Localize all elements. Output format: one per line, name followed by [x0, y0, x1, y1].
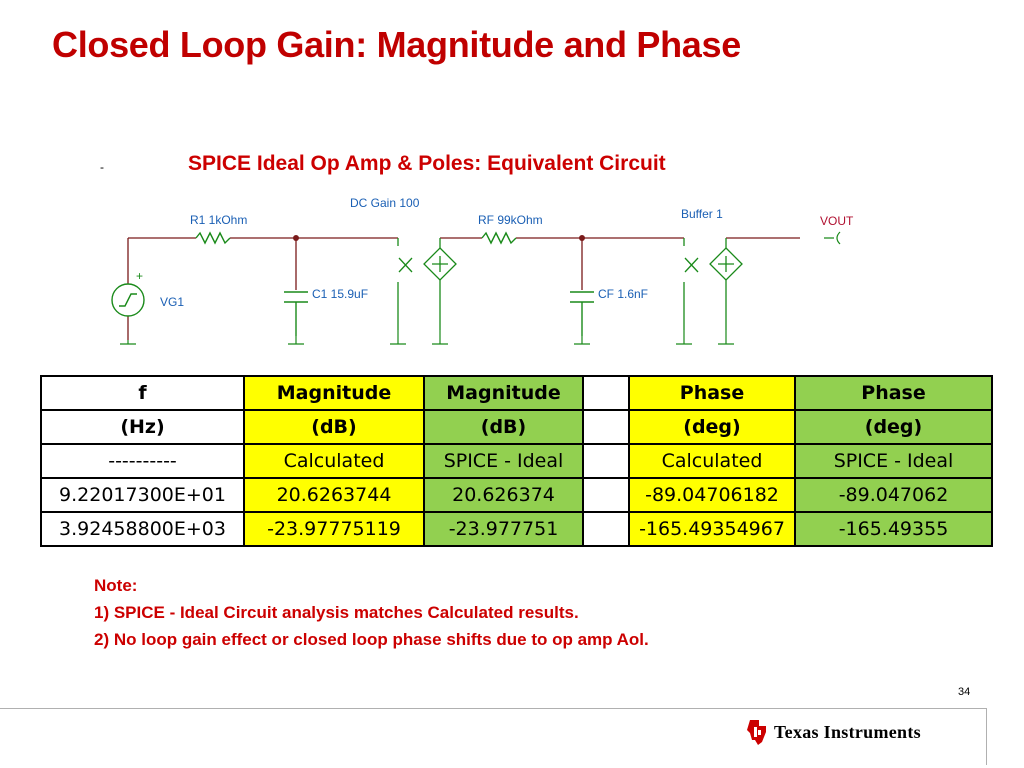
r1-resistor-symbol — [195, 231, 231, 245]
vg1-label: VG1 — [160, 295, 184, 309]
ground-symbol — [390, 330, 406, 345]
ground-symbol — [574, 336, 590, 345]
table-header-cell: Magnitude — [243, 375, 425, 411]
table-cell: Calculated — [628, 443, 796, 479]
table-cell: -23.977751 — [423, 511, 584, 547]
table-cell: -165.49354967 — [628, 511, 796, 547]
table-cell: 9.22017300E+01 — [40, 477, 245, 513]
ground-symbol — [718, 330, 734, 345]
svg-text:+: + — [136, 269, 143, 283]
equivalent-circuit-schematic: + DC Gain 100 R1 1 — [111, 196, 854, 345]
table-row: 3.92458800E+03 -23.97775119 -23.977751 -… — [40, 511, 993, 547]
table-cell: Calculated — [243, 443, 425, 479]
rf-label: RF 99kOhm — [478, 213, 543, 227]
note-block: Note: 1) SPICE - Ideal Circuit analysis … — [94, 572, 649, 653]
table-header-cell: (dB) — [243, 409, 425, 445]
ground-symbol — [288, 336, 304, 345]
table-header-cell: (deg) — [794, 409, 993, 445]
r1-label: R1 1kOhm — [190, 213, 247, 227]
table-row: ---------- Calculated SPICE - Ideal Calc… — [40, 443, 993, 479]
footer-bar — [0, 708, 987, 765]
table-cell: -89.047062 — [794, 477, 993, 513]
table-spacer-cell — [582, 409, 630, 445]
note-heading: Note: — [94, 576, 138, 595]
bullet-marker: - — [100, 160, 104, 174]
junction-dot — [293, 235, 299, 241]
buffer-label: Buffer 1 — [681, 207, 723, 221]
table-header-cell: (Hz) — [40, 409, 245, 445]
table-cell: 3.92458800E+03 — [40, 511, 245, 547]
c1-capacitor-symbol — [284, 291, 308, 336]
table-cell: -89.04706182 — [628, 477, 796, 513]
vcvs-gain-symbol — [397, 238, 457, 330]
dc-gain-label: DC Gain 100 — [350, 196, 420, 210]
ground-symbol — [432, 330, 448, 345]
table-spacer-cell — [582, 511, 630, 547]
table-spacer-cell — [582, 443, 630, 479]
vout-marker — [824, 231, 841, 245]
page-number: 34 — [958, 686, 971, 698]
rf-resistor-symbol — [481, 231, 517, 245]
table-header-cell: Phase — [628, 375, 796, 411]
circuit-wires — [127, 237, 800, 340]
table-header-row: f Magnitude Magnitude Phase Phase — [40, 375, 993, 411]
texas-instruments-logo: Texas Instruments — [746, 718, 921, 746]
vg1-source-symbol — [111, 283, 145, 317]
buffer-symbol — [683, 238, 743, 330]
table-header-cell: f — [40, 375, 245, 411]
ground-symbol — [120, 340, 136, 345]
note-line-1: 1) SPICE - Ideal Circuit analysis matche… — [94, 603, 579, 622]
cf-capacitor-symbol — [570, 291, 594, 336]
circuit-subtitle: SPICE Ideal Op Amp & Poles: Equivalent C… — [188, 152, 666, 175]
table-spacer-cell — [582, 477, 630, 513]
ti-logo-text: Texas Instruments — [774, 721, 921, 742]
vout-label: VOUT — [820, 214, 854, 228]
table-header-cell: (dB) — [423, 409, 584, 445]
table-cell: ---------- — [40, 443, 245, 479]
table-header-cell: (deg) — [628, 409, 796, 445]
table-cell: SPICE - Ideal — [794, 443, 993, 479]
results-table: f Magnitude Magnitude Phase Phase (Hz) (… — [40, 375, 993, 547]
slide-title: Closed Loop Gain: Magnitude and Phase — [52, 24, 741, 65]
note-line-2: 2) No loop gain effect or closed loop ph… — [94, 630, 649, 649]
table-cell: -23.97775119 — [243, 511, 425, 547]
ti-logo-icon — [747, 720, 766, 745]
c1-label: C1 15.9uF — [312, 287, 368, 301]
table-cell: 20.6263744 — [243, 477, 425, 513]
junction-dot — [579, 235, 585, 241]
table-cell: 20.626374 — [423, 477, 584, 513]
table-spacer-cell — [582, 375, 630, 411]
cf-label: CF 1.6nF — [598, 287, 648, 301]
table-header-row: (Hz) (dB) (dB) (deg) (deg) — [40, 409, 993, 445]
table-cell: SPICE - Ideal — [423, 443, 584, 479]
table-cell: -165.49355 — [794, 511, 993, 547]
table-header-cell: Phase — [794, 375, 993, 411]
table-header-cell: Magnitude — [423, 375, 584, 411]
table-row: 9.22017300E+01 20.6263744 20.626374 -89.… — [40, 477, 993, 513]
ground-symbol — [676, 330, 692, 345]
